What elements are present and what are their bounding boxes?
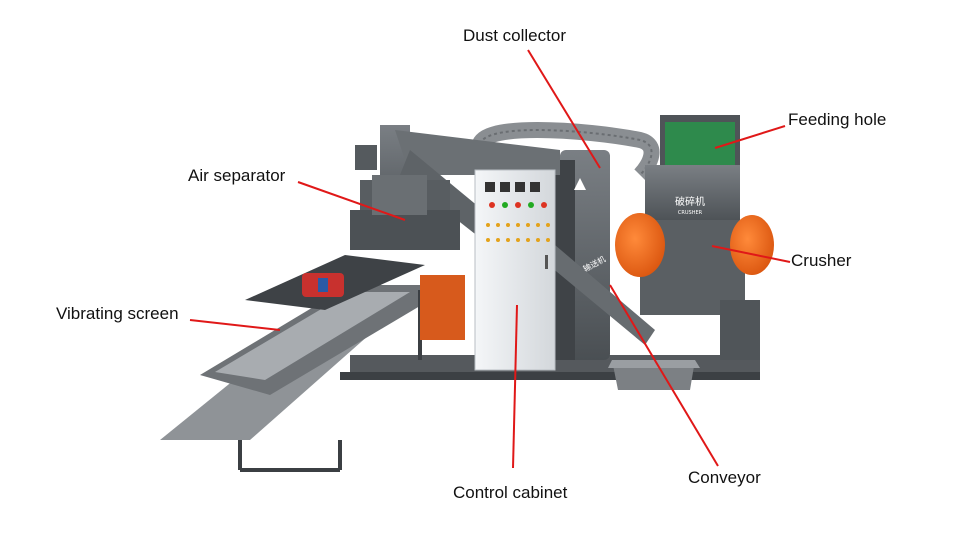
arrow-up-icon [574,178,586,190]
vibrating-screen [160,255,465,472]
label-air-separator: Air separator [188,166,286,185]
conveyor: 输送机 [545,245,700,390]
label-control-cabinet: Control cabinet [453,483,568,502]
control-cabinet [474,169,556,371]
crusher: 破碎机 CRUSHER [615,115,774,360]
label-crusher: Crusher [791,251,852,270]
label-dust-collector: Dust collector [463,26,566,45]
label-feeding-hole: Feeding hole [788,110,887,129]
crusher-cn-text: 破碎机 [675,195,705,208]
leader-lines [189,49,791,469]
crusher-en-text: CRUSHER [678,210,703,216]
label-conveyor: Conveyor [688,468,761,487]
label-vibrating-screen: Vibrating screen [56,304,179,323]
